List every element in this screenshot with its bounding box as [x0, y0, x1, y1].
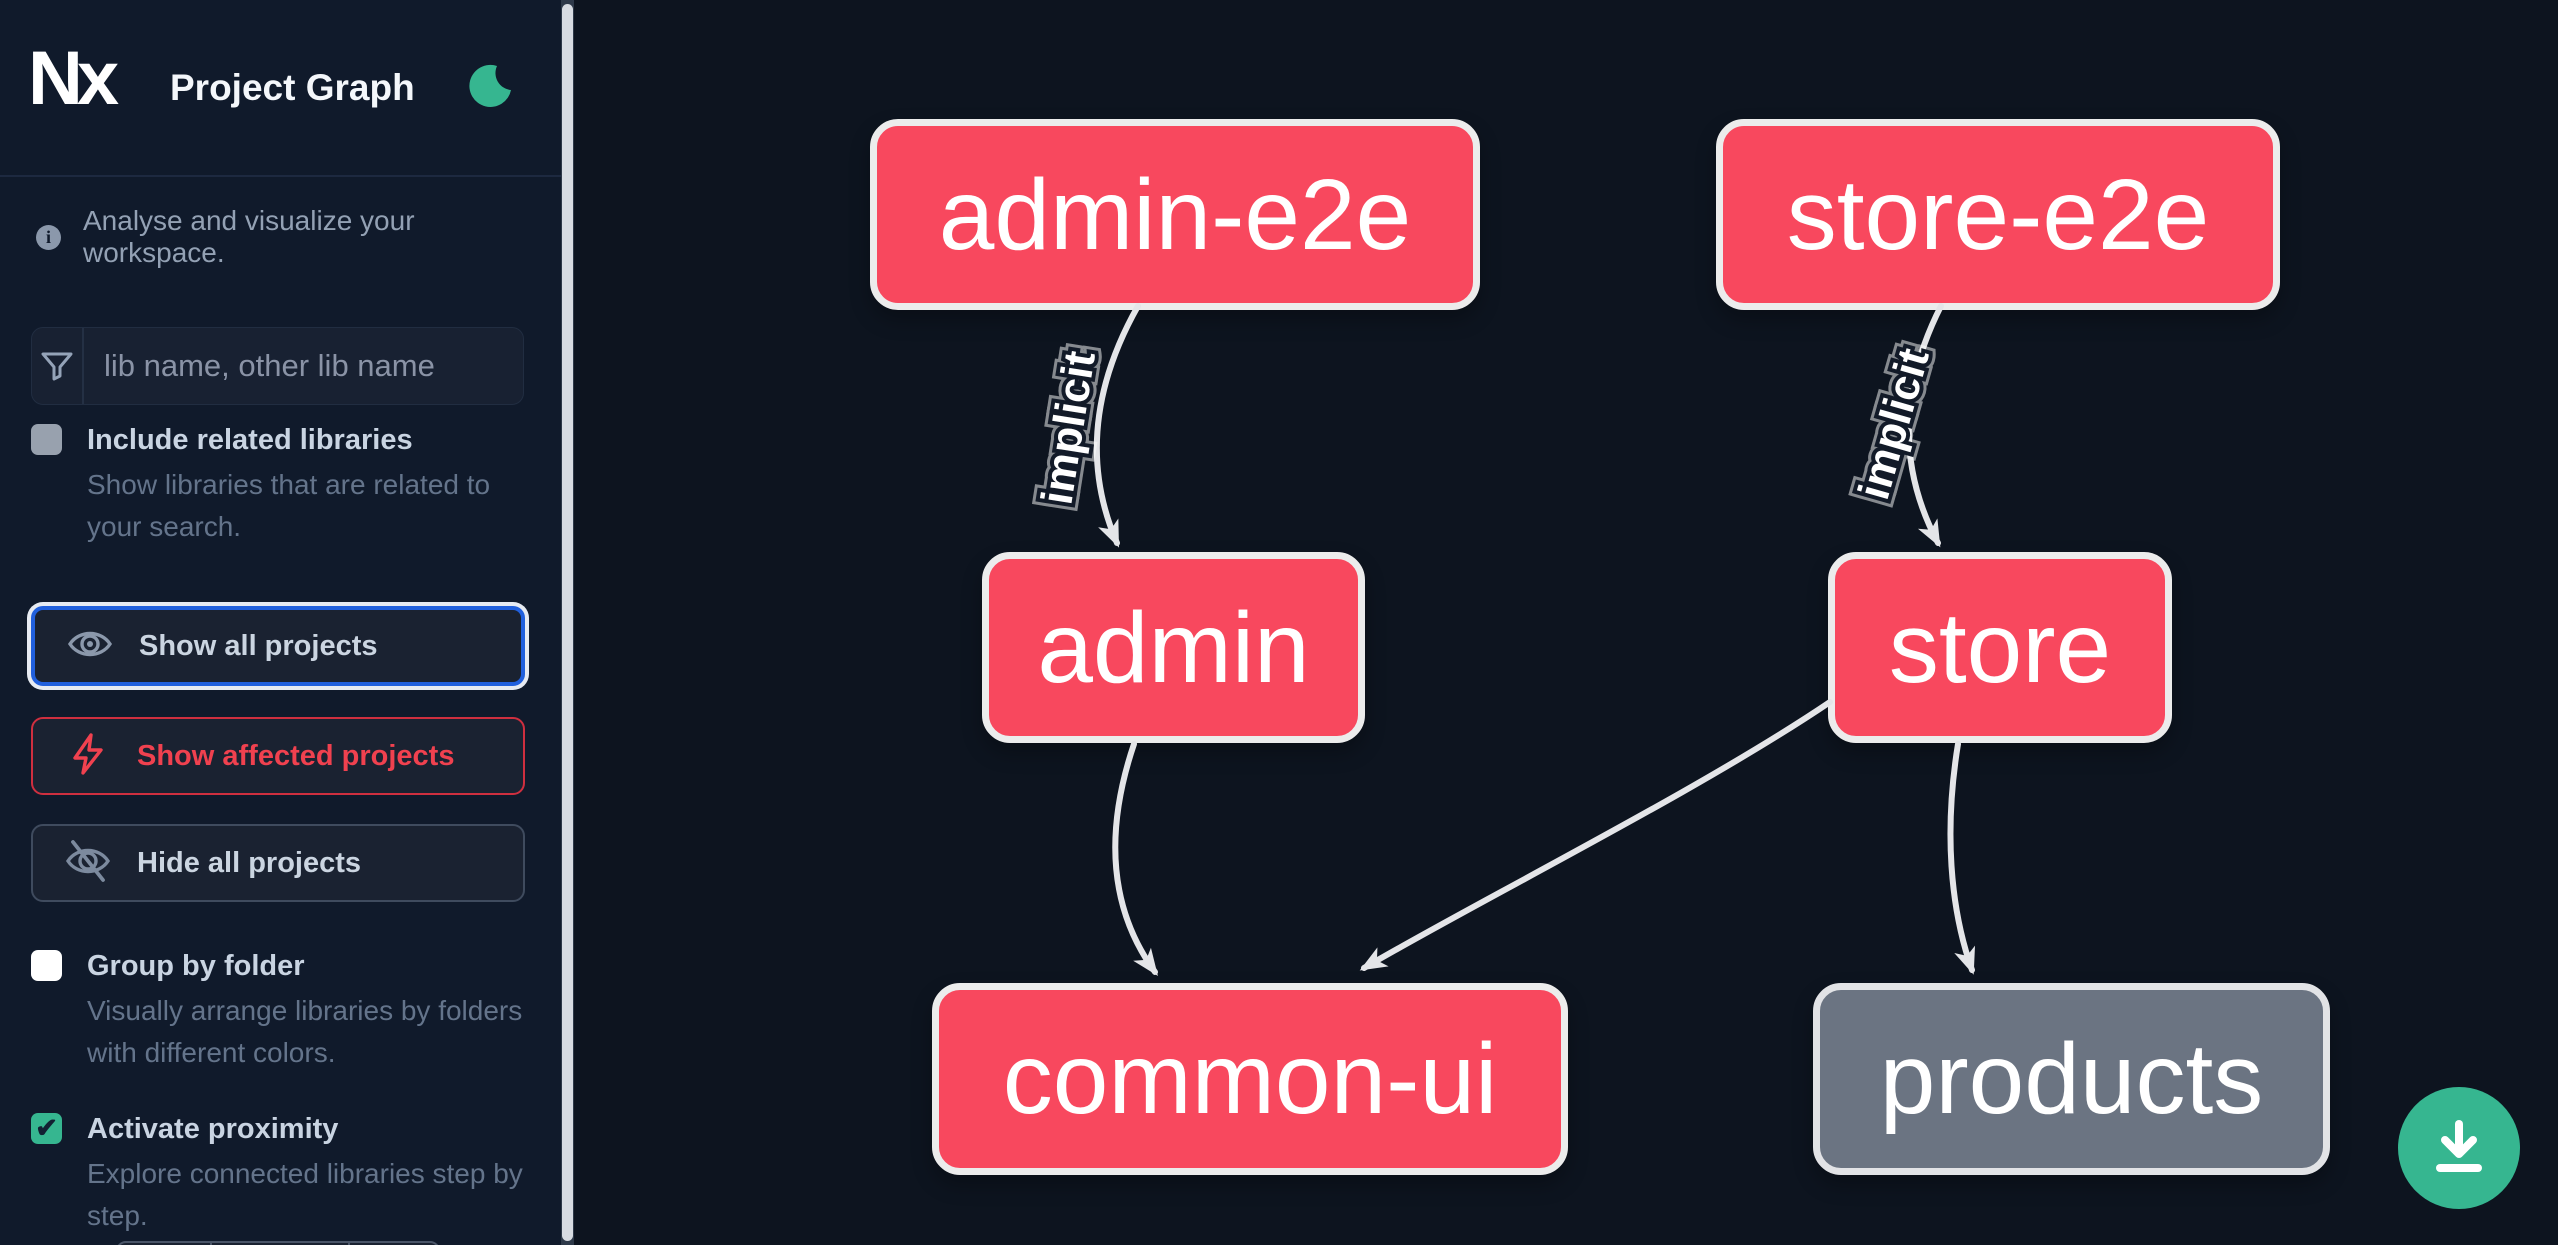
include-related-description: Show libraries that are related to your … — [87, 469, 491, 542]
sidebar: Nx Project Graph i Analyse and visualize… — [0, 0, 561, 1245]
group-by-folder-description: Visually arrange libraries by folders wi… — [87, 995, 523, 1068]
proximity-depth-stepper[interactable] — [116, 1241, 440, 1245]
group-by-folder-label: Group by folder — [87, 950, 305, 982]
filter-icon — [32, 328, 84, 404]
eye-off-icon — [65, 838, 111, 889]
sidebar-header: Nx Project Graph — [0, 0, 561, 177]
check-icon: ✔ — [35, 1113, 58, 1143]
info-icon: i — [36, 224, 61, 250]
checkbox-activate-proximity[interactable]: ✔ — [31, 1113, 62, 1144]
include-related-row: Include related libraries Show libraries… — [31, 422, 531, 548]
download-icon — [2428, 1116, 2490, 1181]
include-related-label: Include related libraries — [87, 424, 413, 456]
graph-node-admin[interactable]: admin — [982, 552, 1365, 743]
hide-all-projects-button[interactable]: Hide all projects — [31, 824, 525, 902]
graph-node-store-e2e[interactable]: store-e2e — [1716, 119, 2280, 310]
download-graph-button[interactable] — [2398, 1087, 2520, 1209]
page-title: Project Graph — [170, 67, 415, 108]
group-by-folder-row: Group by folder Visually arrange librari… — [31, 948, 531, 1074]
nx-logo: Nx — [28, 36, 119, 121]
graph-node-products[interactable]: products — [1813, 983, 2330, 1175]
activate-proximity-description: Explore connected libraries step by step… — [87, 1158, 523, 1231]
checkbox-include-related[interactable] — [31, 424, 62, 455]
graph-node-common-ui[interactable]: common-ui — [932, 983, 1568, 1175]
show-all-projects-button[interactable]: Show all projects — [31, 606, 525, 686]
lightning-bolt-icon — [65, 731, 111, 782]
stepper-value — [212, 1243, 350, 1245]
show-affected-projects-button[interactable]: Show affected projects — [31, 717, 525, 795]
workspace-info: i Analyse and visualize your workspace. — [36, 205, 536, 269]
eye-icon — [67, 621, 113, 672]
sidebar-scrollbar[interactable] — [561, 0, 574, 1245]
graph-node-admin-e2e[interactable]: admin-e2e — [870, 119, 1480, 310]
scrollbar-thumb[interactable] — [562, 4, 573, 1241]
activate-proximity-row: ✔ Activate proximity Explore connected l… — [31, 1111, 531, 1237]
stepper-decrement[interactable] — [118, 1243, 212, 1245]
theme-toggle-button[interactable] — [462, 58, 518, 114]
moon-icon — [466, 64, 514, 112]
search-input[interactable] — [84, 328, 523, 404]
search-box — [31, 327, 524, 405]
graph-node-store[interactable]: store — [1828, 552, 2172, 743]
tagline-text: Analyse and visualize your workspace. — [83, 205, 415, 268]
checkbox-group-by-folder[interactable] — [31, 950, 62, 981]
activate-proximity-label: Activate proximity — [87, 1113, 339, 1145]
